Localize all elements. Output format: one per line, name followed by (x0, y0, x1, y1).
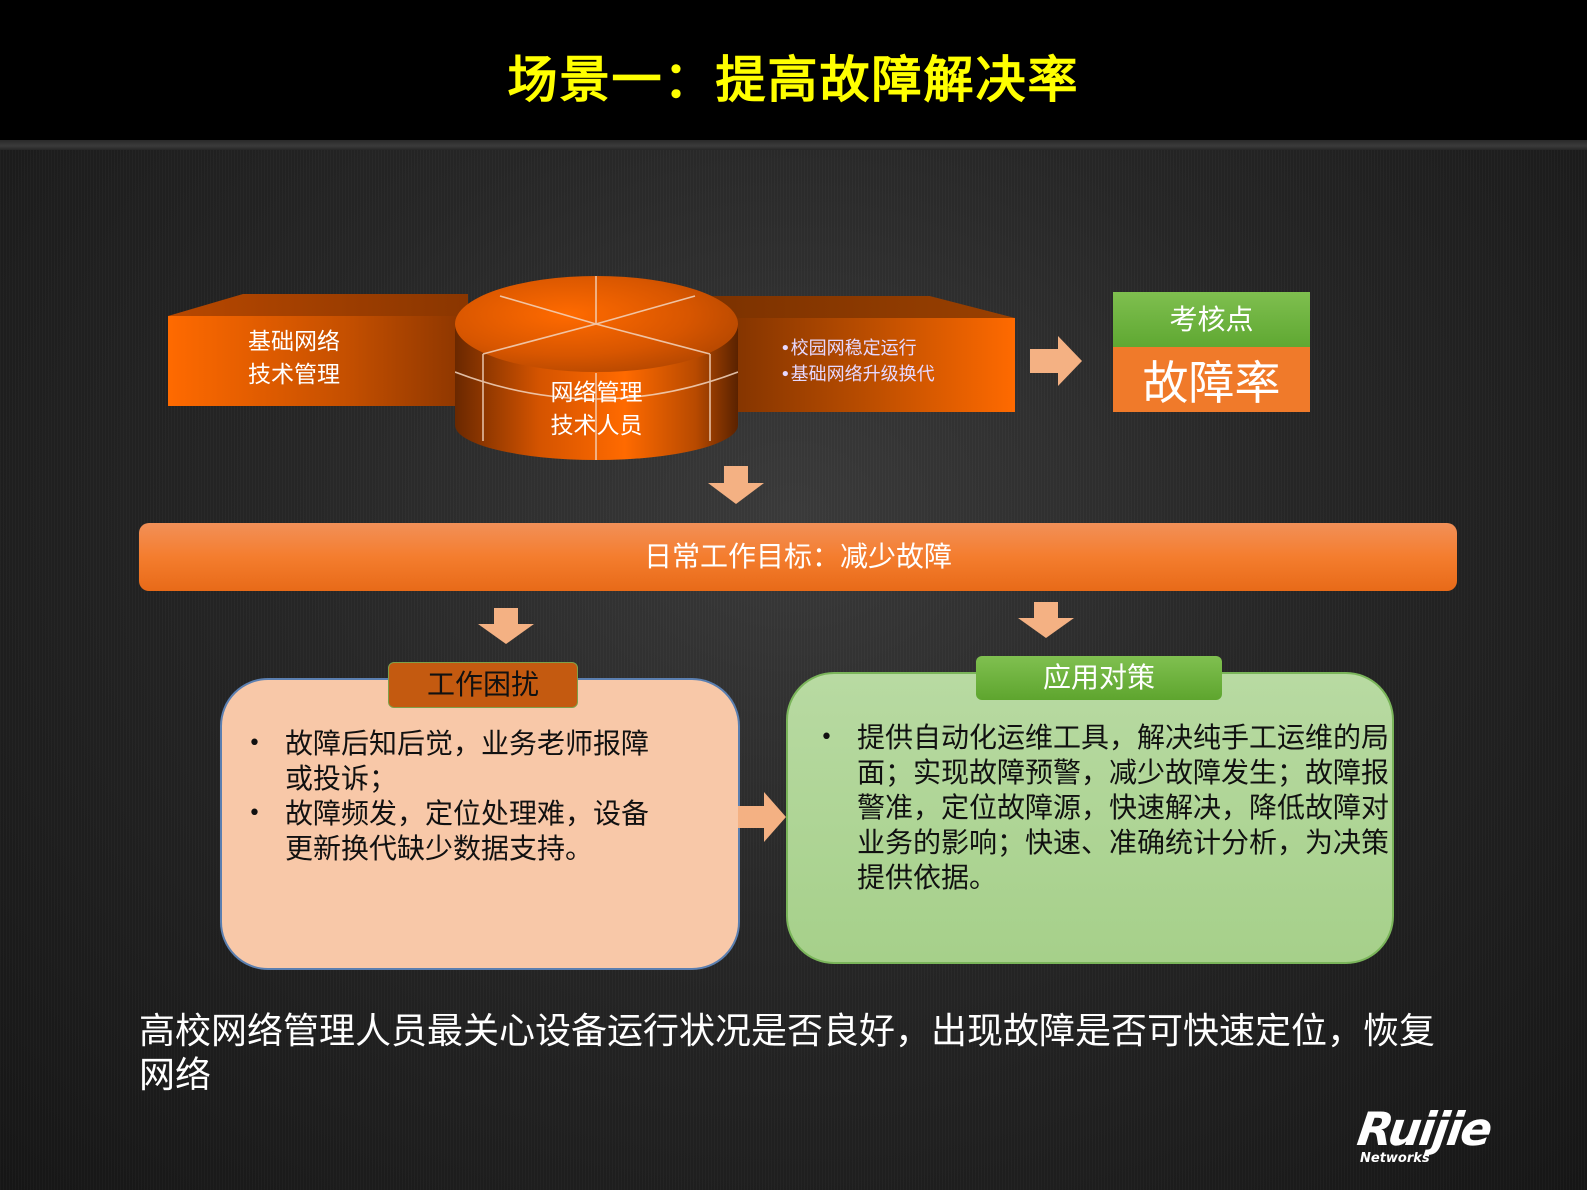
slab-left: 基础网络 技术管理 (168, 316, 468, 406)
kpi-label: 考核点 (1113, 292, 1310, 347)
slab-top-right (710, 296, 1015, 318)
header-divider (0, 140, 1587, 152)
solution-item: 提供自动化运维工具，解决纯手工运维的局面；实现故障预警，减少故障发生；故障报警准… (820, 720, 1390, 895)
problems-tag: 工作困扰 (388, 662, 578, 708)
cylinder-line-2: 技术人员 (550, 413, 643, 439)
problem-item: 故障频发，定位处理难，设备更新换代缺少数据支持。 (248, 796, 668, 866)
slab-right-item-1: •校园网稳定运行 (780, 338, 917, 359)
logo-wordmark: Ruijie (1354, 1102, 1494, 1156)
slab-left-line-2: 技术管理 (248, 362, 340, 388)
solutions-tag: 应用对策 (976, 656, 1222, 700)
goal-bar: 日常工作目标：减少故障 (139, 523, 1457, 591)
solutions-list: 提供自动化运维工具，解决纯手工运维的局面；实现故障预警，减少故障发生；故障报警准… (820, 720, 1390, 895)
problem-item: 故障后知后觉，业务老师报障或投诉； (248, 726, 668, 796)
cylinder-slice-lines (455, 276, 738, 460)
arrow-right-panel-icon (738, 792, 786, 842)
summary-text: 高校网络管理人员最关心设备运行状况是否良好，出现故障是否可快速定位，恢复网络 (139, 1011, 1436, 1096)
slab-right: •校园网稳定运行 •基础网络升级换代 (710, 318, 1015, 412)
slab-top-left (168, 294, 468, 316)
arrow-right-icon (1030, 336, 1082, 386)
cylinder-label: 网络管理 技术人员 (455, 377, 738, 443)
arrow-down-icon (708, 466, 764, 504)
slide-title: 场景一：提高故障解决率 (507, 51, 1080, 109)
cylinder-line-1: 网络管理 (550, 380, 643, 406)
slab-right-item-2: •基础网络升级换代 (780, 364, 935, 385)
arrow-down-left-icon (478, 608, 534, 644)
arrow-down-right-icon (1018, 602, 1074, 638)
problems-list: 故障后知后觉，业务老师报障或投诉； 故障频发，定位处理难，设备更新换代缺少数据支… (248, 726, 668, 866)
logo-subtitle: Networks (1360, 1151, 1430, 1166)
kpi-value: 故障率 (1113, 347, 1310, 412)
ruijie-logo: Ruijie Networks (1354, 1102, 1538, 1176)
slab-left-line-1: 基础网络 (248, 329, 340, 355)
header-bar (0, 0, 1587, 140)
